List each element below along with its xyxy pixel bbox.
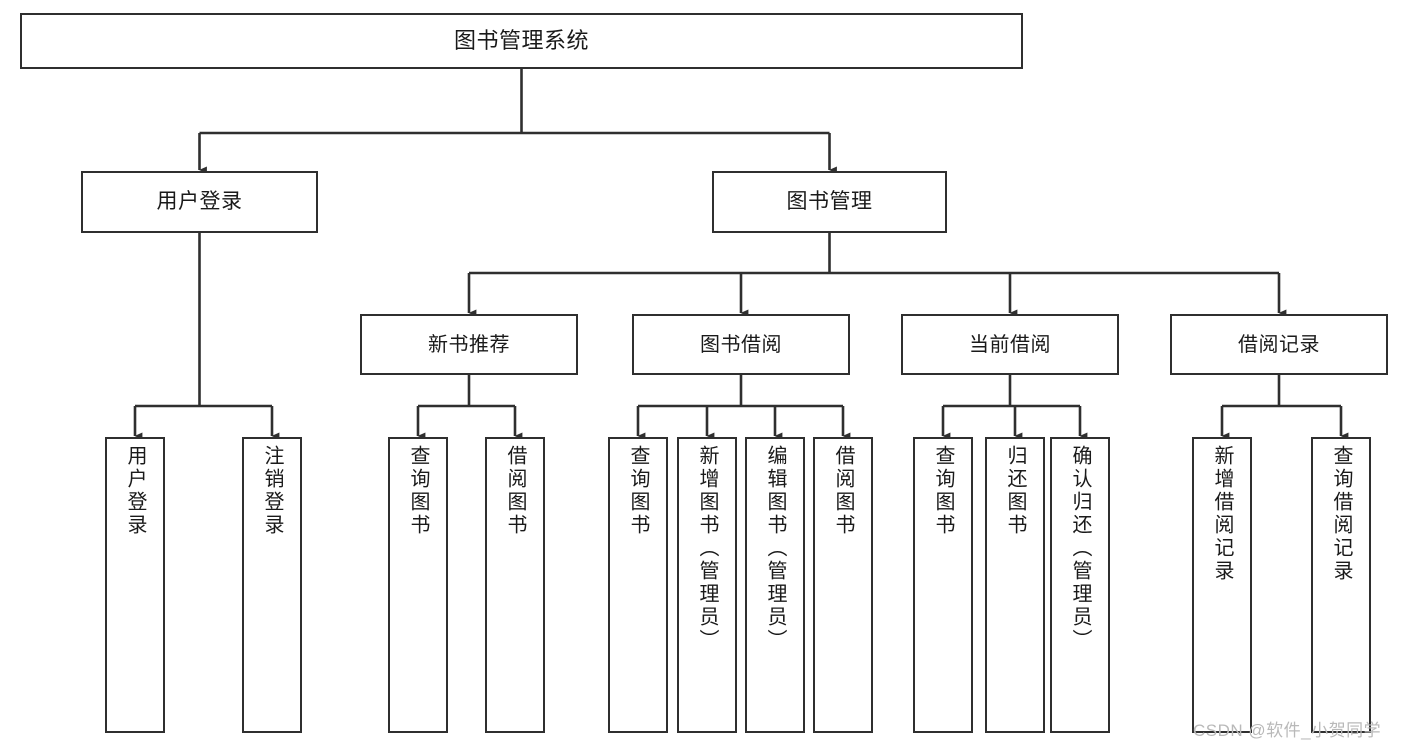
node-leaf-add-book[interactable]: 新增图书（管理员） — [677, 437, 737, 733]
node-leaf-edit-book[interactable]: 编辑图书（管理员） — [745, 437, 805, 733]
node-label-leaf-return-book: 归还图书 — [1004, 445, 1026, 537]
node-borrow-record[interactable]: 借阅记录 — [1170, 314, 1388, 375]
node-leaf-borrow-book-2[interactable]: 借阅图书 — [813, 437, 873, 733]
node-label-leaf-edit-book: 编辑图书（管理员） — [764, 445, 786, 652]
node-label-user-login: 用户登录 — [156, 190, 243, 214]
node-label-leaf-borrow-book-2: 借阅图书 — [832, 445, 854, 537]
node-leaf-add-record[interactable]: 新增借阅记录 — [1192, 437, 1252, 733]
node-leaf-query-book-1[interactable]: 查询图书 — [388, 437, 448, 733]
node-user-login[interactable]: 用户登录 — [81, 171, 318, 233]
node-label-book-borrow: 图书借阅 — [700, 333, 782, 356]
node-current-borrow[interactable]: 当前借阅 — [901, 314, 1119, 375]
node-label-new-book-recommend: 新书推荐 — [428, 333, 510, 356]
node-label-leaf-query-book-1: 查询图书 — [407, 445, 429, 537]
node-label-borrow-record: 借阅记录 — [1238, 333, 1320, 356]
node-book-manage[interactable]: 图书管理 — [712, 171, 947, 233]
node-label-leaf-query-record: 查询借阅记录 — [1330, 445, 1352, 583]
node-label-leaf-add-book: 新增图书（管理员） — [696, 445, 718, 652]
node-label-leaf-add-record: 新增借阅记录 — [1211, 445, 1233, 583]
node-label-root: 图书管理系统 — [453, 27, 589, 53]
node-leaf-query-record[interactable]: 查询借阅记录 — [1311, 437, 1371, 733]
node-label-leaf-borrow-book-1: 借阅图书 — [504, 445, 526, 537]
node-label-leaf-user-logout: 注销登录 — [261, 445, 283, 537]
node-leaf-confirm-return[interactable]: 确认归还（管理员） — [1050, 437, 1110, 733]
node-book-borrow[interactable]: 图书借阅 — [632, 314, 850, 375]
node-label-book-manage: 图书管理 — [786, 190, 873, 214]
node-leaf-query-book-3[interactable]: 查询图书 — [913, 437, 973, 733]
node-leaf-query-book-2[interactable]: 查询图书 — [608, 437, 668, 733]
node-label-leaf-user-login: 用户登录 — [124, 445, 146, 537]
node-root[interactable]: 图书管理系统 — [20, 13, 1023, 69]
node-leaf-return-book[interactable]: 归还图书 — [985, 437, 1045, 733]
node-leaf-user-login[interactable]: 用户登录 — [105, 437, 165, 733]
node-new-book-recommend[interactable]: 新书推荐 — [360, 314, 578, 375]
node-label-leaf-query-book-3: 查询图书 — [932, 445, 954, 537]
node-leaf-borrow-book-1[interactable]: 借阅图书 — [485, 437, 545, 733]
node-label-leaf-query-book-2: 查询图书 — [627, 445, 649, 537]
node-label-leaf-confirm-return: 确认归还（管理员） — [1069, 445, 1091, 652]
node-label-current-borrow: 当前借阅 — [969, 333, 1051, 356]
node-leaf-user-logout[interactable]: 注销登录 — [242, 437, 302, 733]
